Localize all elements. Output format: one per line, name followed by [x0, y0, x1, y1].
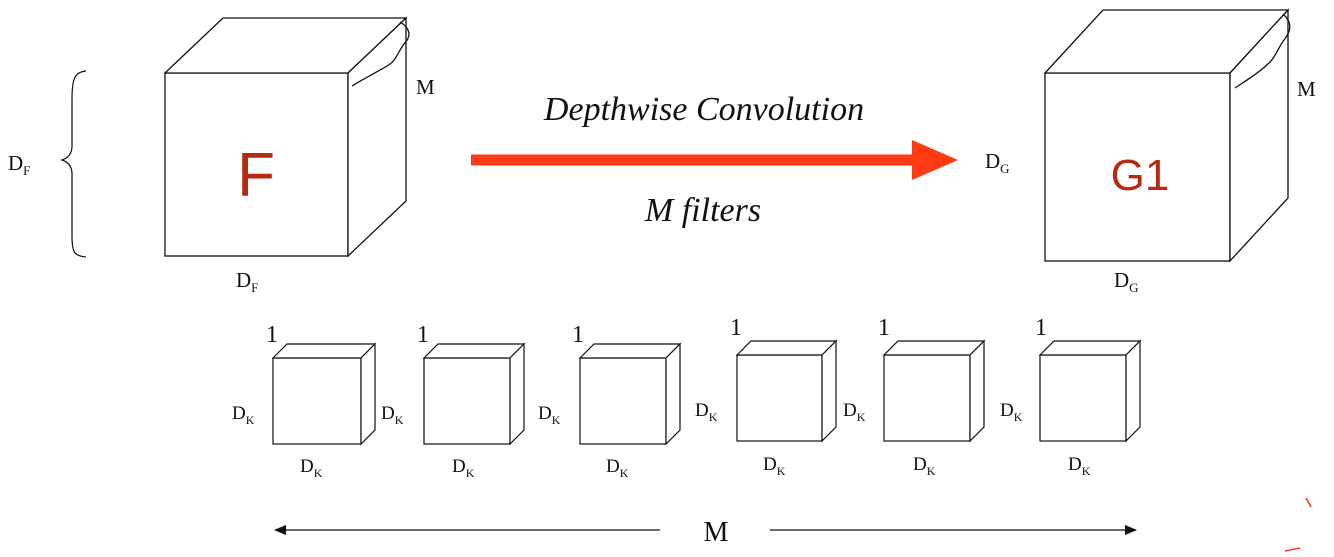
annotation-marks [1284, 497, 1312, 552]
filter-width-label: DK [300, 456, 323, 480]
input-height-label: DF [8, 151, 30, 178]
filter-height-label: DK [695, 400, 718, 424]
filter-width-label: DK [1068, 454, 1091, 478]
input-width-label: DF [236, 268, 258, 295]
filter-cube: 1 DK DK [232, 322, 377, 480]
filter-cube: 1 DK DK [538, 322, 682, 480]
filter-width-label: DK [452, 456, 475, 480]
filter-height-label: DK [538, 403, 561, 427]
input-depth-brace [351, 21, 410, 87]
operation-arrow [471, 140, 958, 180]
output-width-label: DG [1114, 268, 1139, 295]
filter-height-label: DK [381, 403, 404, 427]
output-depth-brace [1234, 13, 1291, 89]
output-letter: G1 [1111, 151, 1170, 200]
input-letter: F [237, 141, 275, 210]
filter-depth-label: 1 [1035, 315, 1047, 341]
input-height-brace [60, 70, 87, 258]
filter-cube: 1 DK DK [1000, 315, 1142, 478]
filter-height-label: DK [232, 403, 255, 427]
filter-depth-label: 1 [572, 322, 584, 348]
filter-width-label: DK [763, 454, 786, 478]
output-cube: G1 [1043, 8, 1290, 263]
filter-cube: 1 DK DK [843, 315, 986, 478]
filter-depth-label: 1 [730, 315, 742, 341]
input-cube: F [163, 16, 408, 258]
filter-count-label: M [704, 517, 729, 548]
filter-cube: 1 DK DK [695, 315, 838, 478]
output-depth-label: M [1297, 77, 1316, 101]
filter-depth-label: 1 [266, 322, 278, 348]
filter-height-label: DK [843, 400, 866, 424]
filter-width-label: DK [606, 456, 629, 480]
filter-height-label: DK [1000, 400, 1023, 424]
operation-subtitle: M filters [644, 192, 761, 229]
output-height-label: DG [985, 149, 1010, 176]
filter-cube: 1 DK DK [381, 322, 526, 480]
filter-depth-label: 1 [878, 315, 890, 341]
operation-title: Depthwise Convolution [543, 91, 864, 128]
filter-depth-label: 1 [417, 322, 429, 348]
filter-row: 1 DK DK 1 DK DK 1 DK DK 1 DK [232, 315, 1142, 480]
filter-width-label: DK [913, 454, 936, 478]
input-depth-label: M [416, 75, 435, 99]
